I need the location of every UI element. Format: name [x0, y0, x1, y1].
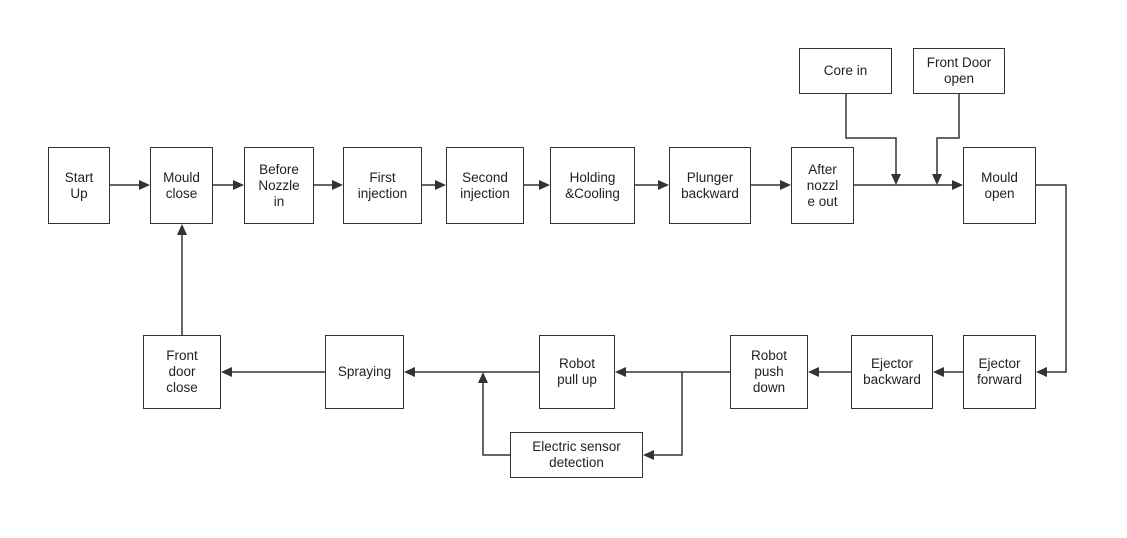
node-label: Robot pull up — [557, 356, 597, 387]
arrowhead — [933, 367, 944, 377]
node-before-nozzle-in: Before Nozzle in — [244, 147, 314, 224]
arrowhead — [478, 372, 488, 383]
arrowhead — [615, 367, 626, 377]
arrowhead — [404, 367, 415, 377]
arrowhead — [177, 224, 187, 235]
node-second-injection: Second injection — [446, 147, 524, 224]
node-label: Core in — [823, 63, 868, 78]
arrowhead — [139, 180, 150, 190]
arrowhead — [221, 367, 232, 377]
arrowhead — [658, 180, 669, 190]
node-front-door-close: Front door close — [143, 335, 221, 409]
edge-core-in-to-line — [845, 94, 897, 174]
node-ejector-backward: Ejector backward — [851, 335, 933, 409]
arrowhead — [539, 180, 550, 190]
edge-mould-open-to-ejector-forward — [1036, 184, 1067, 373]
node-core-in: Core in — [799, 48, 892, 94]
node-robot-pull-up: Robot pull up — [539, 335, 615, 409]
edge-branch-to-sensor — [654, 372, 683, 456]
node-label: Front door close — [166, 348, 198, 395]
node-label: Ejector backward — [863, 356, 921, 387]
arrowhead — [435, 180, 446, 190]
node-start-up: Start Up — [48, 147, 110, 224]
arrowhead — [332, 180, 343, 190]
node-label: Mould close — [163, 169, 200, 201]
node-label: Electric sensor detection — [532, 439, 621, 470]
arrowhead — [808, 367, 819, 377]
arrowhead — [1036, 367, 1047, 377]
node-label: Ejector forward — [976, 356, 1022, 387]
node-label: Mould open — [981, 169, 1018, 201]
edge-sensor-to-line — [482, 383, 510, 456]
arrowhead — [233, 180, 244, 190]
node-robot-push-down: Robot push down — [730, 335, 808, 409]
node-label: First injection — [357, 169, 408, 201]
node-electric-sensor-detection: Electric sensor detection — [510, 432, 643, 478]
node-label: Front Door open — [926, 55, 992, 86]
node-first-injection: First injection — [343, 147, 422, 224]
arrowhead — [643, 450, 654, 460]
node-label: After nozzl e out — [806, 161, 839, 209]
node-plunger-backward: Plunger backward — [669, 147, 751, 224]
node-ejector-forward: Ejector forward — [963, 335, 1036, 409]
node-mould-open: Mould open — [963, 147, 1036, 224]
node-after-nozzle-out: After nozzl e out — [791, 147, 854, 224]
node-label: Second injection — [460, 169, 510, 201]
node-label: Before Nozzle in — [258, 161, 300, 209]
arrowhead — [952, 180, 963, 190]
edge-front-door-open-to-line — [936, 94, 960, 174]
arrowhead — [780, 180, 791, 190]
node-label: Plunger backward — [681, 169, 739, 201]
node-label: Robot push down — [750, 348, 788, 395]
node-label: Start Up — [64, 169, 94, 201]
node-mould-close: Mould close — [150, 147, 213, 224]
node-label: Holding &Cooling — [565, 169, 620, 201]
arrowhead — [932, 174, 942, 185]
arrowhead — [891, 174, 901, 185]
node-spraying: Spraying — [325, 335, 404, 409]
node-label: Spraying — [337, 364, 392, 379]
node-front-door-open: Front Door open — [913, 48, 1005, 94]
node-holding-cooling: Holding &Cooling — [550, 147, 635, 224]
